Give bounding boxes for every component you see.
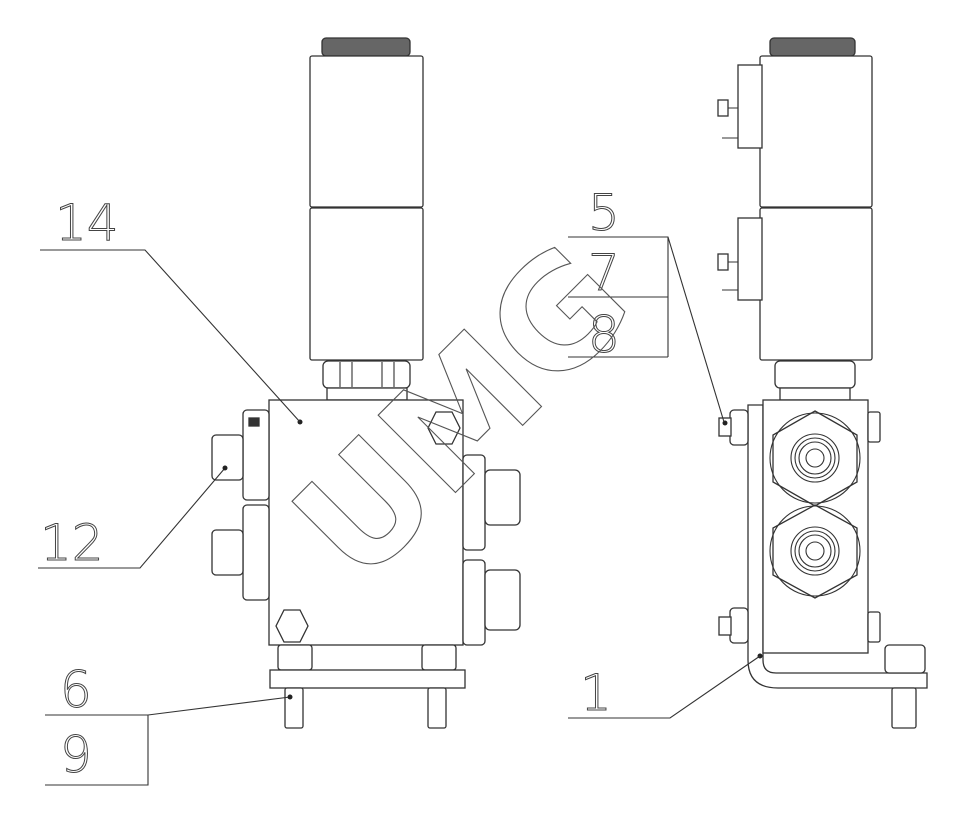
fitting-right-bottom <box>484 569 521 631</box>
label-9: 9 <box>60 726 92 784</box>
base-plate <box>269 669 466 689</box>
right-view <box>717 37 928 729</box>
port-top <box>769 410 861 507</box>
leaders <box>38 236 761 786</box>
fitting-left-top <box>211 434 244 481</box>
bolt-right <box>427 687 447 729</box>
connector-top <box>737 64 763 149</box>
knurled-cap <box>321 37 411 57</box>
left-view <box>211 37 521 729</box>
plug-top <box>427 411 461 445</box>
connector-bottom <box>737 217 763 301</box>
label-8: 8 <box>588 306 620 364</box>
upper-coil <box>309 55 424 208</box>
label-6: 6 <box>60 661 92 719</box>
label-5: 5 <box>588 184 620 242</box>
fitting-left-bottom <box>211 529 244 576</box>
l-bracket <box>747 404 928 689</box>
bolt-left <box>284 687 304 729</box>
label-7: 7 <box>588 244 620 302</box>
valve-body <box>268 399 464 646</box>
lower-coil <box>309 207 424 361</box>
label-1: 1 <box>580 664 612 722</box>
port-bottom <box>769 504 861 599</box>
label-12: 12 <box>40 514 104 572</box>
plug-bottom <box>275 609 309 643</box>
label-14: 14 <box>55 194 119 252</box>
fitting-right-top <box>484 469 521 526</box>
